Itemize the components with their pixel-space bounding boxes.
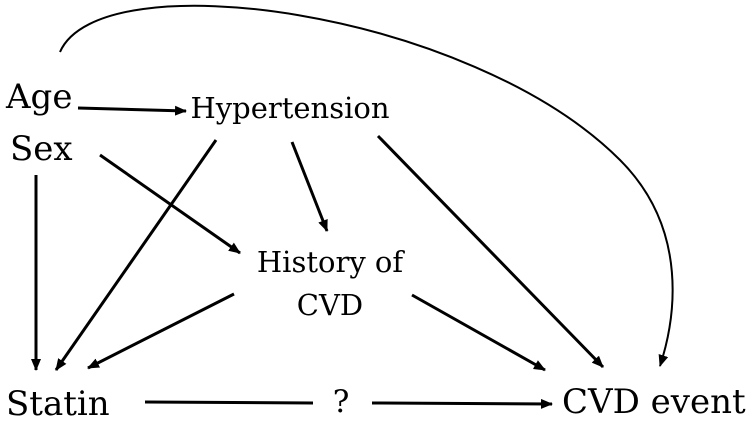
edge-history-to-cvd-event <box>411 293 546 372</box>
edge-label-unknown-effect: ? <box>333 384 350 420</box>
node-statin: Statin <box>6 384 110 421</box>
node-hypertension: Hypertension <box>190 91 389 125</box>
node-age: Age <box>5 77 72 117</box>
edge-age-to-hypertension <box>77 105 187 116</box>
edge-statin-to-question-segment <box>144 400 314 405</box>
edge-hypertension-to-history <box>290 141 329 232</box>
edge-question-to-cvd-event <box>371 398 553 409</box>
edge-hypertension-to-cvd-event <box>376 134 605 369</box>
node-history-of-cvd-line1: History of <box>257 245 405 279</box>
edge-age-to-cvd-event-arc <box>59 4 674 367</box>
node-history-of-cvd-line2: CVD <box>297 288 363 322</box>
node-sex: Sex <box>10 129 73 169</box>
edge-hypertension-to-statin <box>54 139 218 371</box>
node-cvd-event: CVD event <box>562 382 746 421</box>
edge-history-to-statin <box>87 292 235 370</box>
